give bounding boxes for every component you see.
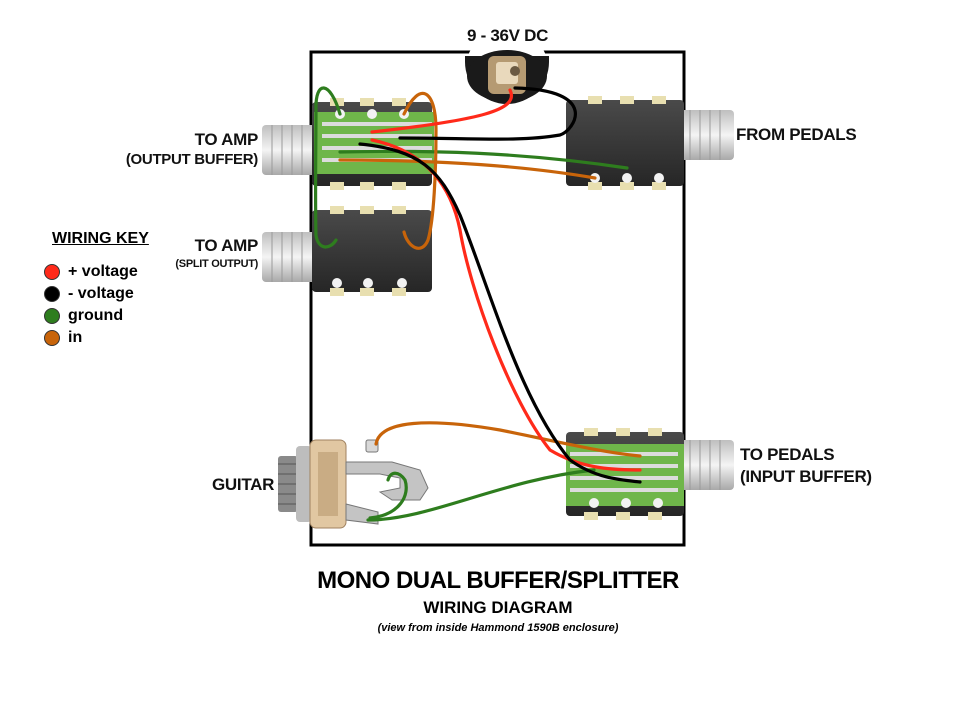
label-guitar: GUITAR [212, 475, 275, 494]
wire-ground-top-loop [313, 86, 342, 249]
wiring-key-label: ground [68, 307, 124, 324]
wire-in-from-pedals [338, 158, 597, 180]
jack-split-output [262, 206, 432, 296]
jack-input-buffer [566, 428, 734, 520]
diagram-subtitle: WIRING DIAGRAM [423, 598, 573, 617]
label-to-pedals-2: (INPUT BUFFER) [740, 467, 872, 486]
diagram-main-title: MONO DUAL BUFFER/SPLITTER [317, 567, 679, 594]
wire-ground-guitar-loop [368, 471, 408, 520]
wire-pos-dc-to-output [370, 88, 513, 134]
black-dot-icon [44, 286, 60, 302]
wire-neg-output-to-input [358, 142, 642, 484]
wire-in-top-loop [402, 91, 438, 250]
jack-output-buffer [262, 98, 434, 190]
label-to-amp-split-2: (SPLIT OUTPUT) [175, 258, 258, 270]
wiring-key-label: in [68, 329, 83, 346]
wire-ground-guitar-to-input [366, 468, 596, 522]
label-to-amp-split-1: TO AMP [194, 236, 259, 255]
green-dot-icon [44, 308, 60, 324]
wiring-key-item: - voltage [44, 284, 134, 304]
wiring-key-item: in [44, 328, 82, 348]
label-to-amp-output-2: (OUTPUT BUFFER) [125, 151, 258, 168]
wiring-key-item: ground [44, 306, 123, 326]
wire-in-guitar-to-input [374, 421, 642, 458]
label-to-pedals-1: TO PEDALS [740, 445, 835, 464]
wiring-key-label: + voltage [68, 263, 138, 280]
wiring-key-item: + voltage [44, 262, 138, 282]
label-from-pedals: FROM PEDALS [736, 125, 857, 144]
wiring-key-title: WIRING KEY [52, 230, 149, 247]
wire-ground-to-from-pedals [338, 149, 629, 170]
red-dot-icon [44, 264, 60, 280]
wire-neg-dc-to-from-pedals [398, 86, 577, 141]
wiring-key-label: - voltage [68, 285, 134, 302]
power-label: 9 - 36V DC [467, 26, 549, 45]
diagram-note: (view from inside Hammond 1590B enclosur… [377, 622, 619, 634]
label-to-amp-output-1: TO AMP [194, 130, 259, 149]
wires [313, 86, 642, 522]
orange-dot-icon [44, 330, 60, 346]
